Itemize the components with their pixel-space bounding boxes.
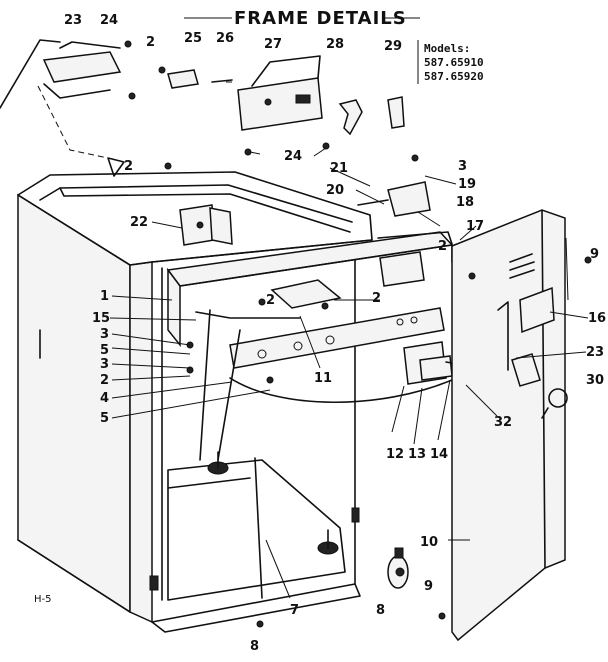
models-label: Models: <box>424 42 470 55</box>
callout-30: 30 <box>586 373 604 388</box>
dash-line-upper <box>37 85 109 159</box>
rod-center <box>217 329 241 461</box>
leveling-foot-right <box>317 529 339 555</box>
callout-23-right: 23 <box>586 345 604 360</box>
caster-wheel <box>387 547 409 589</box>
callout-9-right: 9 <box>590 247 599 262</box>
page-title: FRAME DETAILS <box>234 8 407 29</box>
callout-23-top: 23 <box>64 13 82 28</box>
leader-lines <box>109 147 589 599</box>
callout-21: 21 <box>330 161 348 176</box>
callout-4: 4 <box>100 391 109 406</box>
callout-8-bottom: 8 <box>250 639 259 654</box>
front-cross-member <box>166 231 454 348</box>
callout-32: 32 <box>494 415 512 430</box>
hinge-bracket <box>179 204 233 246</box>
callout-3-top: 3 <box>458 159 467 174</box>
knob-switch <box>511 353 568 419</box>
callout-5-left: 5 <box>100 343 109 358</box>
panel-27 <box>237 55 323 131</box>
bracket-plate <box>270 279 342 309</box>
knob-29 <box>387 96 405 129</box>
rear-cross-rail <box>229 307 445 369</box>
callout-29: 29 <box>384 39 402 54</box>
right-side-panel <box>451 209 566 642</box>
leveling-foot-left <box>207 451 229 475</box>
callout-22: 22 <box>130 215 148 230</box>
rod-7 <box>254 457 263 599</box>
callout-13: 13 <box>408 447 426 462</box>
callout-20: 20 <box>326 183 344 198</box>
models-box: Models: 587.65910 587.65920 <box>417 40 484 84</box>
callout-3-left: 3 <box>100 327 109 342</box>
callout-24-top: 24 <box>100 13 118 28</box>
callout-8-caster: 8 <box>376 603 385 618</box>
callout-17: 17 <box>466 219 484 234</box>
callout-5-lower: 5 <box>100 411 109 426</box>
model-number-1: 587.65910 <box>424 56 484 69</box>
callout-28: 28 <box>326 37 344 52</box>
callout-10: 10 <box>420 535 438 550</box>
callout-14: 14 <box>430 447 448 462</box>
model-number-2: 587.65920 <box>424 70 484 83</box>
callout-15: 15 <box>92 311 110 326</box>
switch-23-top <box>42 41 122 99</box>
callout-18: 18 <box>456 195 474 210</box>
callout-25: 25 <box>184 31 202 46</box>
callout-1: 1 <box>100 289 109 304</box>
spring-link <box>195 311 301 319</box>
callout-27: 27 <box>264 37 282 52</box>
callout-16: 16 <box>588 311 606 326</box>
bracket-25 <box>167 69 199 89</box>
callout-2-center: 2 <box>266 293 275 308</box>
callout-24-mid: 24 <box>284 149 302 164</box>
callout-3-left-2: 3 <box>100 357 109 372</box>
corner-edge <box>0 39 61 109</box>
callout-26: 26 <box>216 31 234 46</box>
screw-26 <box>211 79 233 83</box>
callout-12: 12 <box>386 447 404 462</box>
callout-11: 11 <box>314 371 332 386</box>
cable-wire <box>229 377 453 404</box>
callout-2-left: 2 <box>100 373 109 388</box>
callout-2-right: 2 <box>438 239 447 254</box>
callout-9-bottom: 9 <box>424 579 433 594</box>
screws <box>124 40 592 628</box>
knob-28 <box>338 99 363 136</box>
triangle-marker-icon <box>107 157 125 177</box>
top-right-bracket <box>357 181 453 287</box>
rod-left <box>199 309 211 461</box>
cabinet-frame <box>17 171 373 633</box>
callout-2-center-right: 2 <box>372 291 381 306</box>
callout-2-top: 2 <box>146 35 155 50</box>
page-reference: H-5 <box>34 594 52 605</box>
callout-19: 19 <box>458 177 476 192</box>
callout-7: 7 <box>290 603 299 618</box>
callout-2-mid: 2 <box>124 159 133 174</box>
